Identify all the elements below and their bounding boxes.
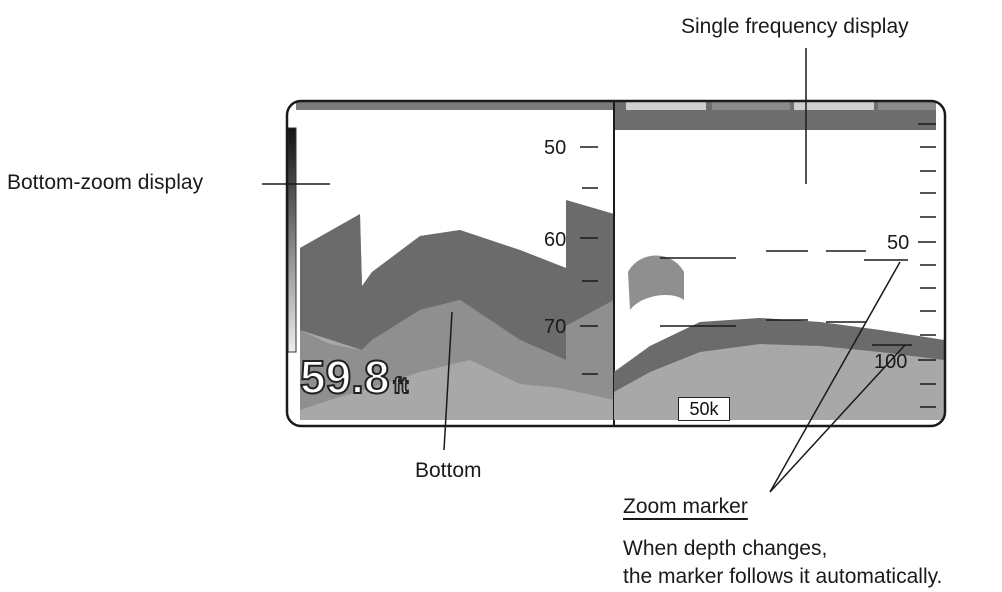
single-frequency-label: Single frequency display xyxy=(681,15,909,38)
zoom-scale-label-70: 70 xyxy=(544,316,567,338)
bottom-zoom-label: Bottom-zoom display xyxy=(7,171,204,194)
zoom-marker-leader-1 xyxy=(769,261,901,493)
frequency-indicator: 50k xyxy=(678,397,730,421)
zoom-scale-label-50: 50 xyxy=(544,137,567,159)
screen-frame xyxy=(285,99,947,428)
single-frequency-echoes xyxy=(614,255,944,420)
main-scale-ticks xyxy=(918,123,936,408)
zoom-marker-leader-2 xyxy=(769,344,906,493)
top-status-bar-left xyxy=(296,102,614,110)
main-scale-label-100: 100 xyxy=(874,351,908,373)
zoom-marker-note-line1: When depth changes, xyxy=(623,537,828,560)
depth-unit: ft xyxy=(393,373,410,398)
zoom-marker-note-line2: the marker follows it automatically. xyxy=(623,565,943,588)
bottom-zoom-echoes xyxy=(300,200,614,420)
leader-lines xyxy=(262,48,906,493)
zoom-marker-lines[interactable] xyxy=(660,250,912,346)
bottom-leader xyxy=(443,311,453,451)
depth-value: 59.8 xyxy=(299,351,391,403)
color-scale-bar xyxy=(287,127,297,353)
zoom-marker-label: Zoom marker xyxy=(623,495,748,518)
bottom-label: Bottom xyxy=(415,459,482,482)
zoom-scale-label-60: 60 xyxy=(544,229,567,251)
top-status-segments xyxy=(626,102,936,110)
zoom-scale-ticks xyxy=(580,146,598,375)
main-scale-label-50: 50 xyxy=(887,232,910,254)
